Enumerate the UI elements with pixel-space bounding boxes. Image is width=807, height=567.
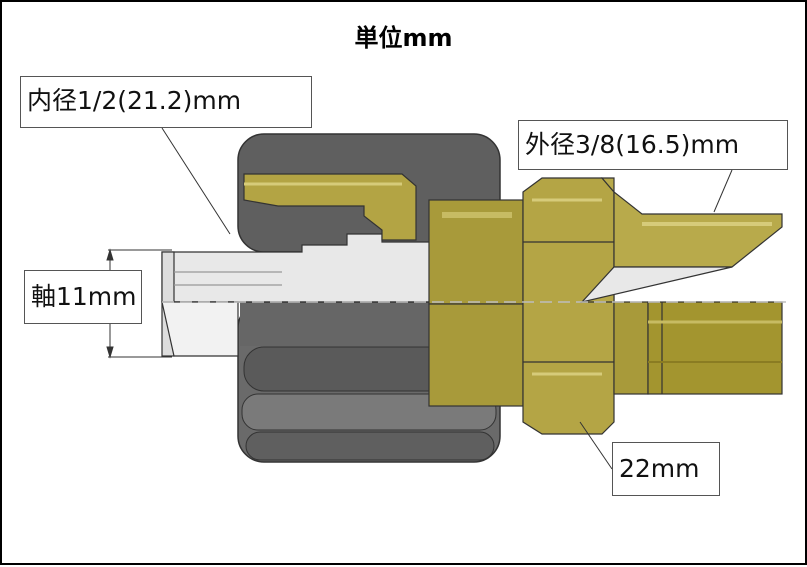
outer-diameter-label: 外径3/8(16.5)mm (518, 120, 788, 170)
hex-nut (522, 177, 615, 435)
shaft-label: 軸11mm (24, 270, 142, 324)
units-title: 単位mm (354, 24, 453, 52)
brass-sleeve (243, 173, 417, 241)
brass-body (428, 199, 524, 407)
hex-size-label: 22mm (612, 442, 720, 496)
leader-lines (161, 127, 733, 470)
inner-diameter-label: 内径1/2(21.2)mm (20, 76, 312, 128)
outer-fitting (580, 177, 783, 395)
